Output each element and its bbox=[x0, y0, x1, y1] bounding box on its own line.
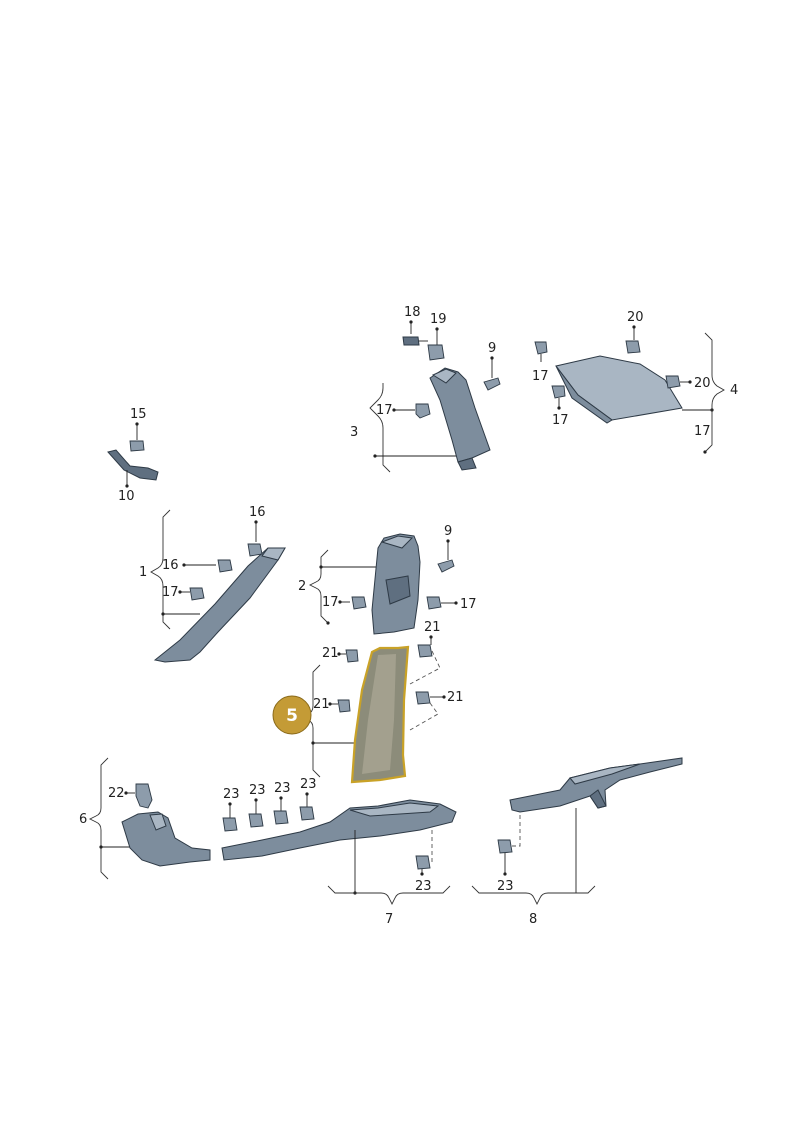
clip-23a[interactable] bbox=[222, 817, 238, 832]
clip-21b[interactable] bbox=[337, 699, 351, 713]
label-4: 4 bbox=[730, 383, 738, 398]
badge-part-5[interactable] bbox=[272, 695, 312, 735]
clip-21c[interactable] bbox=[417, 644, 433, 658]
bracket-8 bbox=[471, 885, 596, 906]
part-4-group: 17 17 20 20 17 4 bbox=[532, 310, 738, 454]
part-6-group: 6 22 bbox=[79, 757, 211, 880]
label-23b: 23 bbox=[249, 783, 266, 798]
part-10-group: 15 10 bbox=[107, 407, 159, 504]
label-23f: 23 bbox=[497, 879, 514, 894]
clip-17a[interactable] bbox=[415, 403, 431, 419]
label-17d: 17 bbox=[694, 424, 711, 439]
clip-17g[interactable] bbox=[426, 596, 442, 610]
clip-21a[interactable] bbox=[345, 649, 359, 663]
label-23d: 23 bbox=[300, 777, 317, 792]
clip-9a[interactable] bbox=[483, 377, 501, 391]
screw-18[interactable] bbox=[402, 336, 420, 346]
clip-20b[interactable] bbox=[665, 375, 681, 389]
label-9b: 9 bbox=[444, 524, 452, 539]
label-1: 1 bbox=[139, 565, 147, 580]
clip-23b[interactable] bbox=[248, 813, 264, 828]
bracket-7 bbox=[327, 885, 451, 906]
part-5-group: 5 21 21 21 21 bbox=[272, 620, 464, 784]
label-21b: 21 bbox=[313, 697, 330, 712]
label-23e: 23 bbox=[415, 879, 432, 894]
part-7-group: 23 23 23 23 23 7 bbox=[221, 777, 457, 927]
clip-23e[interactable] bbox=[415, 855, 431, 870]
label-20a: 20 bbox=[627, 310, 644, 325]
label-17e: 17 bbox=[162, 585, 179, 600]
label-9a: 9 bbox=[488, 341, 496, 356]
bracket-2 bbox=[308, 549, 329, 624]
label-17b: 17 bbox=[532, 369, 549, 384]
label-23a: 23 bbox=[223, 787, 240, 802]
part-8-trim-strip[interactable] bbox=[509, 757, 683, 813]
clip-22[interactable] bbox=[135, 783, 153, 809]
clip-17c[interactable] bbox=[551, 385, 566, 399]
label-21c: 21 bbox=[424, 620, 441, 635]
bracket-1 bbox=[150, 509, 171, 630]
clip-15[interactable] bbox=[129, 440, 145, 452]
part-3-group: 3 17 18 19 9 bbox=[350, 305, 501, 473]
part-1-group: 1 16 16 17 bbox=[139, 505, 286, 663]
label-21a: 21 bbox=[322, 646, 339, 661]
label-15: 15 bbox=[130, 407, 147, 422]
part-3-pillar-trim[interactable] bbox=[429, 367, 491, 463]
part-7-sill-trim[interactable] bbox=[221, 799, 457, 861]
clip-19[interactable] bbox=[427, 344, 445, 361]
clip-16a[interactable] bbox=[247, 543, 263, 557]
label-17g: 17 bbox=[460, 597, 477, 612]
label-7: 7 bbox=[385, 912, 393, 927]
clip-17e[interactable] bbox=[189, 587, 205, 601]
clip-17f[interactable] bbox=[351, 596, 367, 610]
clip-20a[interactable] bbox=[625, 340, 641, 354]
label-18: 18 bbox=[404, 305, 421, 320]
part-8-group: 23 8 bbox=[471, 757, 683, 927]
bracket-3 bbox=[369, 383, 391, 473]
clip-23c[interactable] bbox=[273, 810, 289, 825]
bracket-4 bbox=[704, 332, 725, 453]
part-6-sill-trim-rear[interactable] bbox=[121, 811, 211, 867]
label-5: 5 bbox=[286, 706, 298, 726]
label-17f: 17 bbox=[322, 595, 339, 610]
label-2: 2 bbox=[298, 579, 306, 594]
clip-23d[interactable] bbox=[299, 806, 315, 821]
label-6: 6 bbox=[79, 812, 87, 827]
label-21d: 21 bbox=[447, 690, 464, 705]
part-2-group: 2 9 17 17 bbox=[298, 524, 477, 635]
label-17a: 17 bbox=[376, 403, 393, 418]
label-16a: 16 bbox=[249, 505, 266, 520]
clip-16b[interactable] bbox=[217, 559, 233, 573]
label-19: 19 bbox=[430, 312, 447, 327]
label-23c: 23 bbox=[274, 781, 291, 796]
label-22: 22 bbox=[108, 786, 125, 801]
clip-9b[interactable] bbox=[437, 559, 455, 573]
label-3: 3 bbox=[350, 425, 358, 440]
bracket-6 bbox=[88, 757, 109, 880]
part-10-bracket[interactable] bbox=[107, 449, 159, 481]
label-17c: 17 bbox=[552, 413, 569, 428]
label-20b: 20 bbox=[694, 376, 711, 391]
label-10: 10 bbox=[118, 489, 135, 504]
label-16b: 16 bbox=[162, 558, 179, 573]
part-4-panel[interactable] bbox=[555, 355, 683, 421]
clip-23f[interactable] bbox=[497, 839, 513, 854]
clip-17b[interactable] bbox=[534, 341, 548, 355]
clip-21d[interactable] bbox=[415, 691, 431, 705]
label-8: 8 bbox=[529, 912, 537, 927]
